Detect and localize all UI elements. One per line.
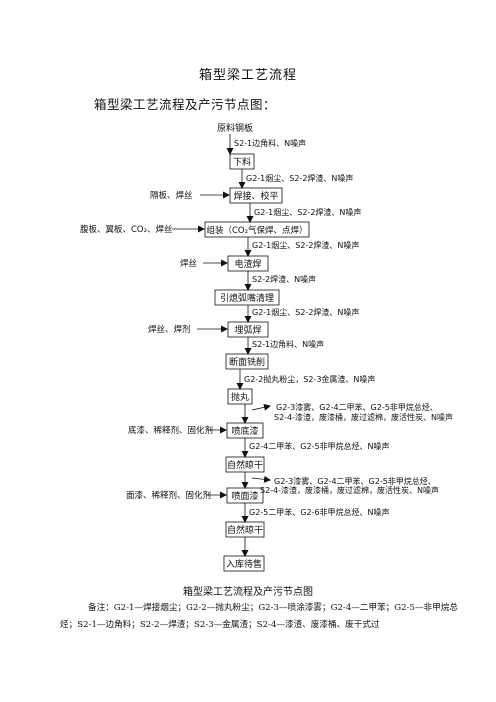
- figure-caption: 箱型梁工艺流程及产污节点图: [183, 587, 313, 598]
- step-label: 焊接、校平: [233, 190, 278, 202]
- step-9: 喷底漆: [226, 422, 264, 439]
- output-label: S2-4-漆渣，废漆桶，废过滤棉，废活性炭、N噪声: [260, 485, 439, 495]
- figure-note: 备注：G2-1—焊接烟尘；G2-2—抛丸粉尘；G2-3—喷涂漆雾；G2-4—二甲…: [60, 603, 458, 630]
- output-label: G2-3漆雾、G2-4二甲苯、G2-5非甲烷总烃、: [274, 476, 436, 486]
- step-label: 自然晾干: [227, 524, 263, 536]
- step-5: 引熄弧嘴清理: [214, 289, 280, 306]
- input-6: 面漆、稀释剂、固化剂: [126, 490, 227, 501]
- step-label: 喷底漆: [231, 425, 258, 437]
- output-label: G2-4二甲苯、G2-5非甲烷总烃、N噪声: [249, 441, 390, 451]
- output-label: S2-1边角料、N噪声: [234, 138, 306, 148]
- step-1: 下料: [229, 153, 255, 170]
- input-label: 底漆、稀释剂、固化剂: [128, 425, 213, 436]
- output-arrow: [251, 475, 271, 483]
- output-label: G2-2抛丸粉尘，S2-3金属渣、N噪声: [244, 374, 375, 384]
- output-label: S2-4-漆渣，废漆桶，废过滤棉，废活性炭、N噪声: [274, 412, 453, 422]
- output-label: G2-1烟尘、S2-2焊渣、N噪声: [252, 307, 359, 317]
- output-arrows: [251, 403, 271, 483]
- step-box: [229, 187, 283, 204]
- step-label: 自然晾干: [227, 459, 263, 471]
- step-7: 断面铣削: [225, 353, 269, 370]
- step-label: 喷面漆: [231, 490, 258, 502]
- step-13: 入库待售: [223, 555, 265, 572]
- input-2: 腹板、翼板、CO₂、焊丝: [80, 224, 205, 235]
- step-4: 电渣焊: [227, 255, 269, 272]
- step-label: 断面铣削: [229, 356, 265, 368]
- input-label: 面漆、稀释剂、固化剂: [126, 490, 211, 501]
- input-1: 隔板、焊丝: [150, 190, 230, 201]
- input-label: 焊丝、焊剂: [148, 324, 191, 335]
- step-label: 组装（CO₂气保焊、点焊）: [206, 225, 307, 236]
- input-3: 焊丝: [180, 258, 228, 269]
- page-subtitle: 箱型梁工艺流程及产污节点图：: [94, 97, 277, 112]
- step-6: 埋弧焊: [227, 321, 269, 338]
- step-label: 引熄弧嘴清理: [220, 292, 274, 304]
- output-label: G2-5二甲苯、G2-6非甲烷总烃、N噪声: [249, 507, 390, 517]
- output-label: S2-2焊渣、N噪声: [252, 274, 316, 284]
- input-label: 隔板、焊丝: [150, 190, 193, 201]
- input-4: 焊丝、焊剂: [148, 324, 228, 335]
- output-label: G2-1烟尘、S2-2焊渣、N噪声: [252, 240, 359, 250]
- step-label: 抛丸: [231, 391, 249, 403]
- output-label: G2-1烟尘、S2-2焊渣、N噪声: [254, 207, 361, 217]
- page-title: 箱型梁工艺流程: [198, 68, 297, 83]
- step-12: 自然晾干: [225, 521, 265, 538]
- step-3: 组装（CO₂气保焊、点焊）: [204, 221, 310, 238]
- flow-arrows: [236, 169, 254, 557]
- step-box: [204, 221, 310, 238]
- input-label: 腹板、翼板、CO₂、焊丝: [80, 224, 173, 235]
- output-arrow: [251, 403, 271, 411]
- step-10: 自然晾干: [225, 456, 265, 473]
- input-label: 焊丝: [180, 258, 198, 269]
- step-label: 埋弧焊: [234, 324, 261, 336]
- step-label: 下料: [233, 156, 251, 168]
- step-label: 电渣焊: [234, 258, 261, 270]
- output-label: G2-3漆雾、G2-4二甲苯、G2-5非甲烷总烃、: [276, 402, 438, 412]
- step-11: 喷面漆: [226, 487, 264, 504]
- input-5: 底漆、稀释剂、固化剂: [128, 425, 227, 436]
- output-label: S2-1边角料、N噪声: [252, 339, 324, 349]
- step-label: 入库待售: [226, 558, 262, 570]
- outputs: S2-1边角料、N噪声 G2-1烟尘、S2-2焊渣、N噪声 G2-1烟尘、S2-…: [234, 138, 453, 517]
- output-label: G2-1烟尘、S2-2焊渣、N噪声: [246, 173, 353, 183]
- start-label: 原料钢板: [217, 122, 253, 134]
- step-8: 抛丸: [227, 388, 253, 405]
- step-2: 焊接、校平: [229, 187, 283, 204]
- process-flow-diagram: 原料钢板 下料 焊接、校平 组装（CO₂气保焊、点焊） 电渣焊 引熄弧嘴清理 埋…: [80, 122, 453, 572]
